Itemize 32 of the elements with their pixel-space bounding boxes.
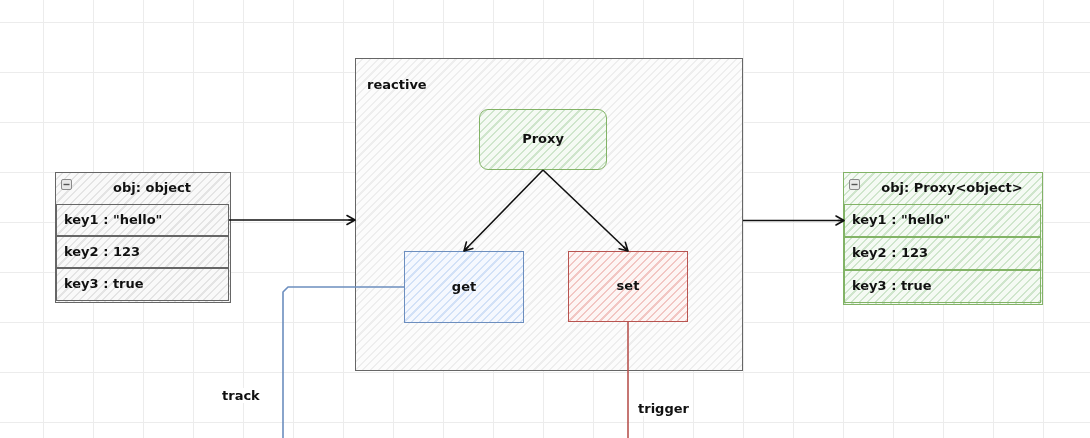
table-row <box>56 204 229 236</box>
table-row <box>56 236 229 268</box>
table-row <box>844 237 1041 270</box>
connector-line <box>627 321 629 438</box>
row-text: key1 : "hello" <box>64 212 163 227</box>
table-row <box>844 204 1041 237</box>
box-label: Proxy <box>521 131 565 146</box>
row-text: key1 : "hello" <box>852 212 951 227</box>
row-text: key2 : 123 <box>64 244 141 259</box>
edge-label: trigger <box>636 401 691 416</box>
edge-label: track <box>220 388 262 403</box>
process-box <box>404 251 524 323</box>
connector-line <box>282 286 405 438</box>
table-row <box>844 270 1041 303</box>
container-box <box>355 58 743 371</box>
box-label: set <box>615 278 641 293</box>
table-title: obj: Proxy<object> <box>880 180 1024 195</box>
arrow <box>542 169 629 252</box>
container-title: reactive <box>367 77 427 92</box>
arrow <box>463 169 544 252</box>
table-title: obj: object <box>112 180 192 195</box>
table-row <box>56 268 229 301</box>
row-text: key3 : true <box>64 276 144 291</box>
arrow <box>228 214 356 226</box>
object-table <box>843 172 1043 305</box>
row-text: key2 : 123 <box>852 245 929 260</box>
row-text: key3 : true <box>852 278 932 293</box>
process-box <box>568 251 688 322</box>
process-box <box>479 109 607 170</box>
box-label: get <box>450 278 478 294</box>
arrow <box>742 215 845 226</box>
object-table <box>55 172 231 303</box>
